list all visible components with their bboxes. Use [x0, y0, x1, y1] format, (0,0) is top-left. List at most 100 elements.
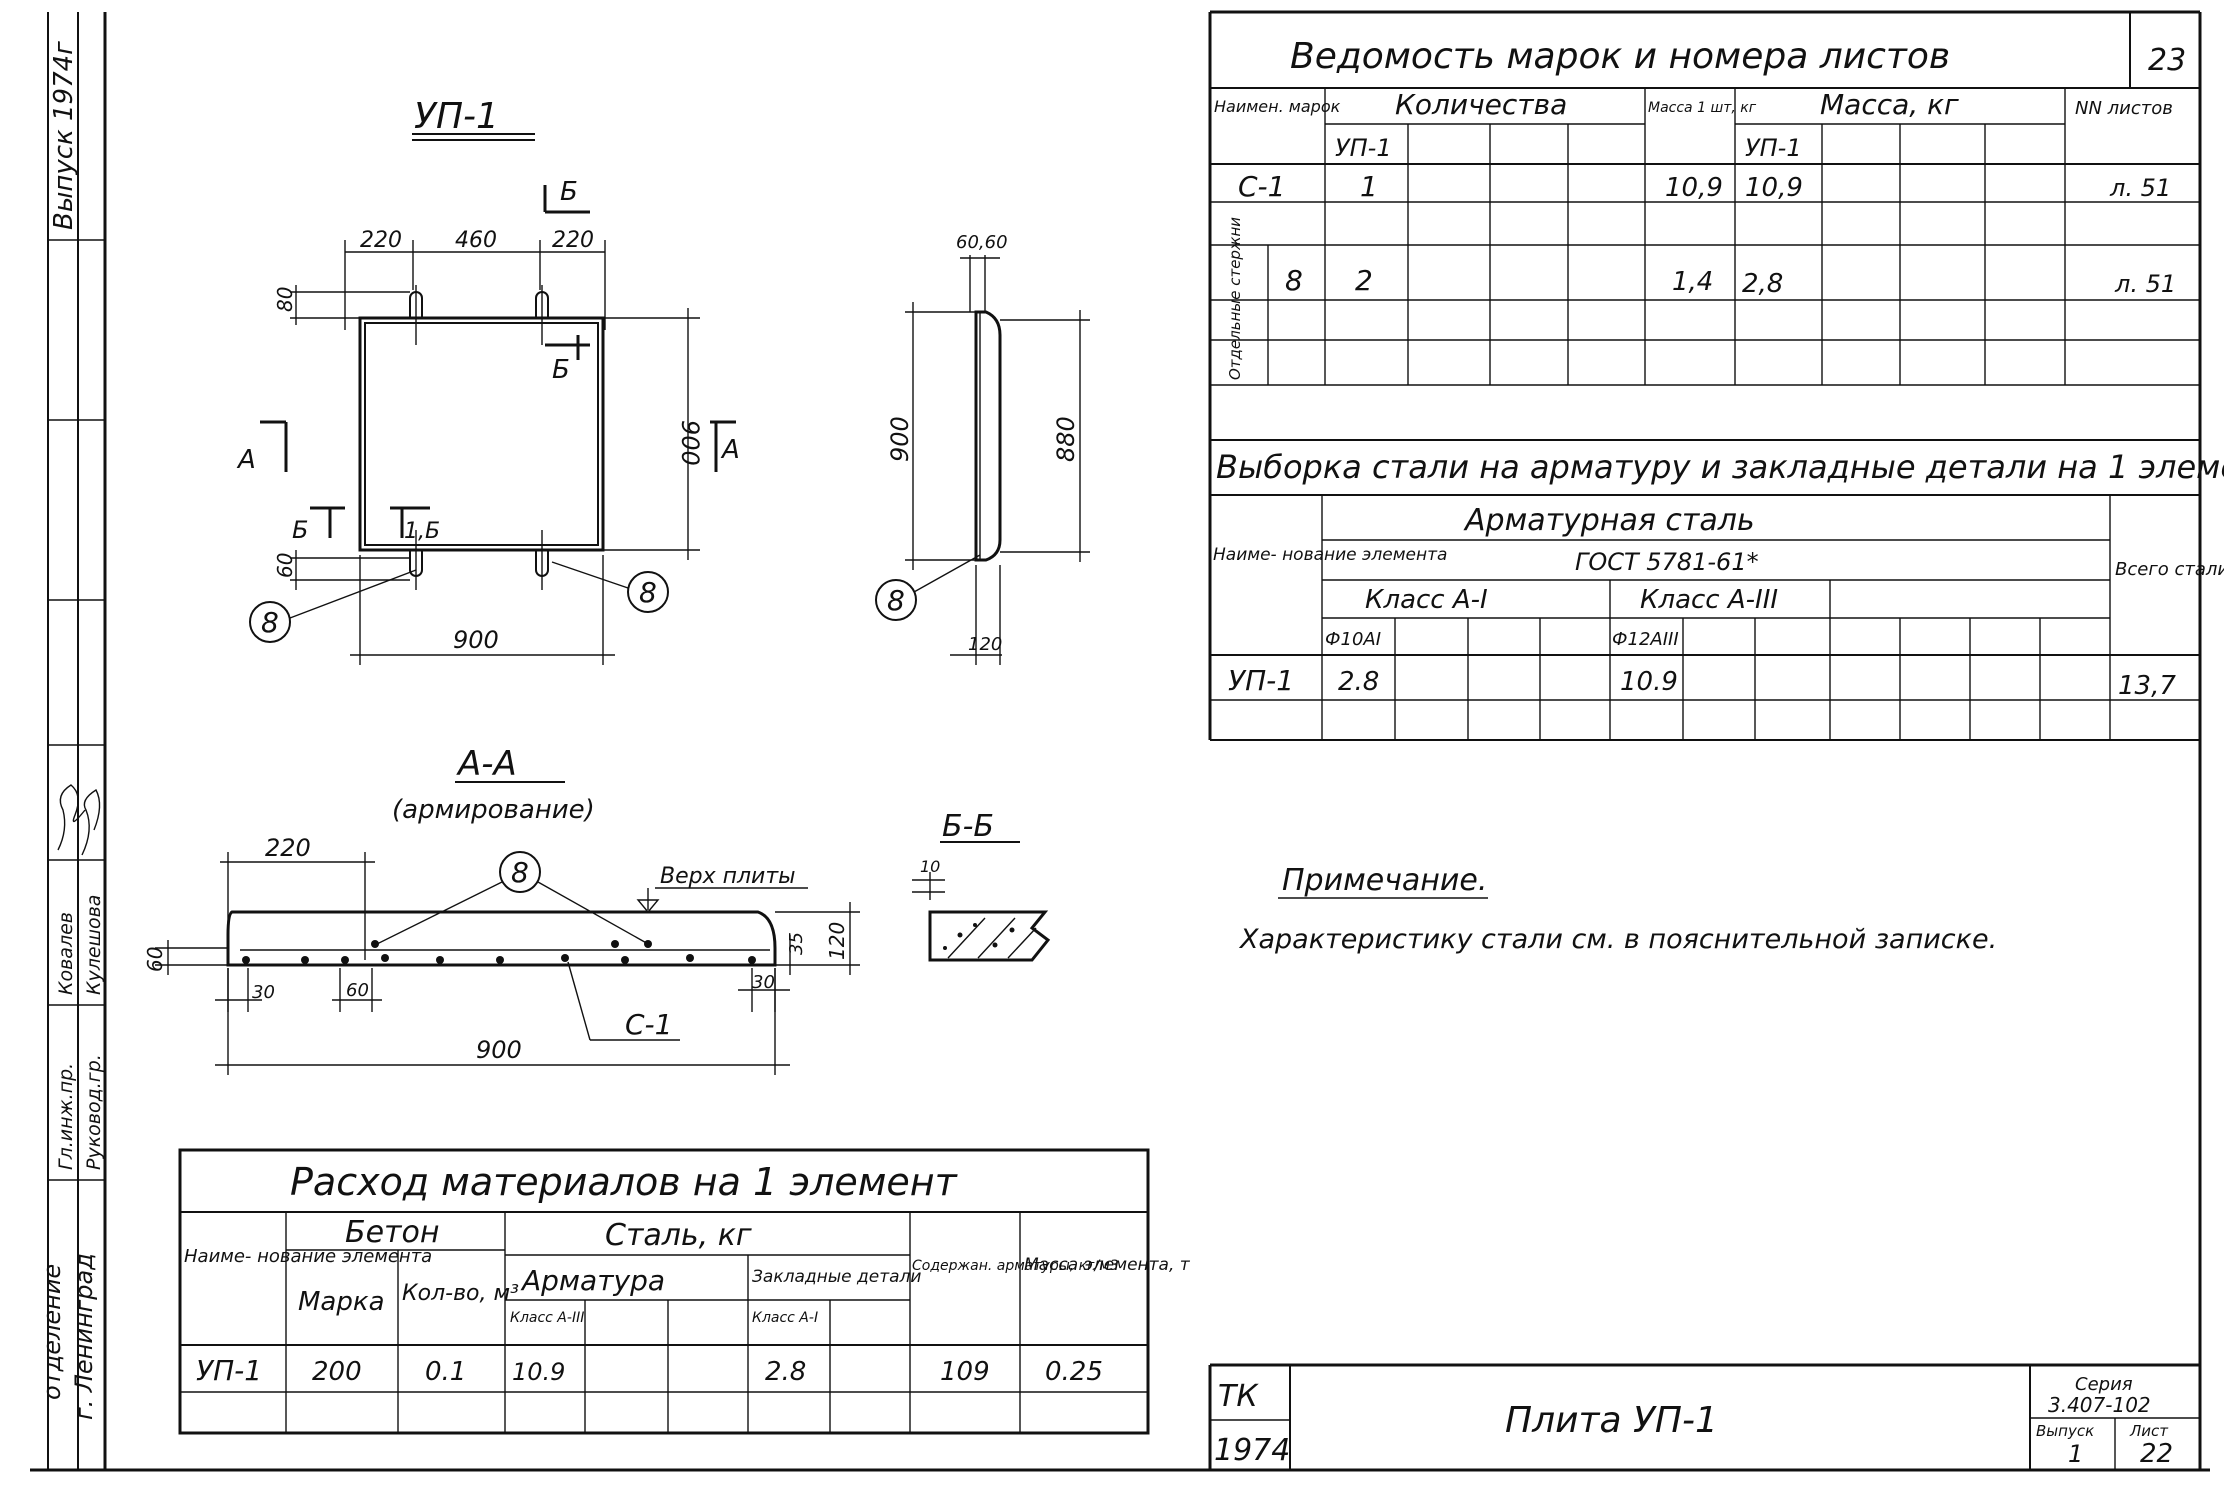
- row2-sheet: л. 51: [2114, 270, 2176, 298]
- stamp-year: 1974: [1214, 1433, 1290, 1468]
- side-role-chief: Гл.инж.пр.: [55, 1063, 77, 1170]
- aa-dim-35: 35: [786, 932, 807, 955]
- stamp-series: 3.407-102: [2048, 1393, 2151, 1417]
- stamp-issue-label: Выпуск: [2036, 1422, 2094, 1440]
- plan-callout-8-right: 8: [639, 576, 657, 609]
- cut-b-label: 1,Б: [404, 519, 440, 544]
- aa-dim-60: 60: [143, 947, 167, 972]
- bb-dim-10: 10: [920, 857, 940, 876]
- raskhod-h-marka: Марка: [298, 1287, 385, 1317]
- raskhod-table: Расход материалов на 1 элемент Наиме- но…: [178, 1148, 1191, 1435]
- side-dim-900: 900: [886, 416, 914, 462]
- section-aa: А-А (армирование) 220 8 Верх плиты: [143, 744, 860, 1075]
- cut-b-top2: Б: [552, 355, 570, 385]
- vedomost-title: Ведомость марок и номера листов: [1290, 36, 1950, 77]
- note-text: Характеристику стали см. в пояснительной…: [1238, 924, 1997, 955]
- stamp-sheet: 22: [2140, 1439, 2173, 1469]
- vyborka-row-a1: 2.8: [1338, 667, 1379, 697]
- vyborka-table: Выборка стали на арматуру и закладные де…: [1210, 439, 2224, 741]
- raskhod-row-arm: 10.9: [512, 1358, 565, 1386]
- vedomost-table: Ведомость марок и номера листов 23 Наиме…: [1208, 12, 2200, 740]
- side-dim-880: 880: [1052, 416, 1080, 462]
- aa-title: А-А: [456, 744, 517, 784]
- raskhod-h-content: Содержан. арматуры, кг/м3: [912, 1258, 1119, 1274]
- raskhod-h-cls1: Класс А-I: [752, 1310, 818, 1326]
- cut-a-right: А: [720, 435, 740, 465]
- row1-qty: 1: [1360, 170, 1378, 203]
- vyborka-row-a3: 10.9: [1620, 667, 1678, 697]
- raskhod-title: Расход материалов на 1 элемент: [290, 1160, 959, 1204]
- aa-mesh-label: С-1: [625, 1008, 672, 1041]
- note-title: Примечание.: [1282, 863, 1487, 898]
- stamp-sheet-label: Лист: [2129, 1422, 2169, 1440]
- vedomost-sub-up1: УП-1: [1335, 134, 1392, 162]
- row2-group: Отдельные стержни: [1226, 217, 1244, 380]
- row1-mass1: 10,9: [1665, 173, 1723, 203]
- aa-dim-30b: 30: [752, 972, 775, 993]
- plan-dim-900-bottom: 900: [453, 626, 499, 654]
- vyborka-h-steel: Арматурная сталь: [1463, 503, 1755, 538]
- raskhod-h-mass: Масса элемента, т: [1024, 1255, 1191, 1275]
- aa-dim-60b: 60: [346, 980, 369, 1001]
- stamp-series-label: Серия: [2075, 1374, 2133, 1395]
- side-callout-8: 8: [887, 584, 905, 617]
- plan-callout-8-left: 8: [261, 606, 279, 639]
- raskhod-row-marka: 200: [312, 1357, 362, 1387]
- aa-dim-30a: 30: [252, 982, 275, 1003]
- vyborka-h-total: Всего стали, кг: [2115, 559, 2224, 580]
- vyborka-h-class3: Класс А-III: [1640, 585, 1778, 615]
- plan-dim-220-right: 220: [552, 228, 594, 253]
- vedomost-h-qty: Количества: [1395, 88, 1567, 121]
- side-role-head: Руковод.гр.: [83, 1054, 105, 1170]
- side-dim-top: 60,60: [956, 232, 1008, 253]
- aa-subtitle: (армирование): [392, 795, 595, 825]
- aa-dim-120: 120: [825, 922, 849, 960]
- side-view: 60,60 900 880 120 8: [875, 232, 1090, 665]
- vyborka-h-gost: ГОСТ 5781-61*: [1575, 548, 1759, 576]
- aa-dim-900: 900: [476, 1036, 522, 1064]
- vyborka-h-class1: Класс А-I: [1365, 585, 1488, 615]
- raskhod-h-steel: Сталь, кг: [605, 1218, 752, 1253]
- row2-mass1: 1,4: [1672, 267, 1713, 297]
- sheet-frame: [30, 10, 2210, 1472]
- vedomost-h-mass1: Масса 1 шт, кг: [1648, 100, 1757, 116]
- cut-a-left: А: [236, 445, 256, 475]
- raskhod-row-zakl: 2.8: [765, 1357, 806, 1387]
- side-stamp: Выпуск 1974г Гл.инж.пр. Руковод.гр. Кова…: [38, 41, 105, 1420]
- plan-dim-220-left: 220: [360, 228, 402, 253]
- raskhod-row-name: УП-1: [196, 1354, 262, 1387]
- signature: [57, 784, 101, 856]
- cut-b-top: Б: [560, 177, 578, 207]
- row2-qty: 2: [1355, 264, 1373, 297]
- vedomost-h-name: Наимен. марок: [1214, 97, 1341, 116]
- cut-b-left: Б: [292, 516, 308, 544]
- raskhod-h-name: Наиме- нование элемента: [184, 1246, 432, 1267]
- stamp-title: Плита УП-1: [1505, 1400, 1718, 1441]
- raskhod-h-zakl: Закладные детали: [752, 1267, 921, 1287]
- raskhod-row-content: 109: [940, 1357, 990, 1387]
- vyborka-h-d12: Ф12АIII: [1612, 629, 1679, 650]
- vyborka-row-name: УП-1: [1228, 664, 1294, 697]
- aa-dim-220: 220: [265, 834, 311, 862]
- row1-name: С-1: [1238, 170, 1285, 203]
- vedomost-h-sheets: NN листов: [2075, 98, 2173, 119]
- vyborka-h-d10: Ф10АI: [1325, 629, 1381, 650]
- stamp-issue: 1: [2068, 1440, 2083, 1468]
- note: Примечание. Характеристику стали см. в п…: [1238, 863, 1997, 955]
- raskhod-h-cls3: Класс А-III: [510, 1310, 584, 1326]
- plan-dim-80: 80: [273, 287, 297, 312]
- plan-dim-900-right: 900: [676, 420, 704, 466]
- raskhod-h-armatura: Арматура: [520, 1264, 665, 1297]
- vyborka-title: Выборка стали на арматуру и закладные де…: [1216, 448, 2224, 486]
- plan-dim-460: 460: [455, 228, 497, 253]
- plan-title: УП-1: [414, 96, 499, 137]
- page-number: 23: [2148, 43, 2186, 78]
- raskhod-h-beton: Бетон: [345, 1215, 439, 1250]
- aa-callout-8: 8: [511, 856, 529, 889]
- stamp-org: ТК: [1218, 1379, 1259, 1414]
- rebar-dots: [242, 940, 756, 964]
- plan-view: УП-1 220 460 220 80 900: [236, 96, 740, 665]
- row1-mass: 10,9: [1745, 173, 1803, 203]
- side-dept: отделение: [38, 1264, 66, 1400]
- title-block: ТК 1974 Плита УП-1 Серия 3.407-102 Выпус…: [1208, 1363, 2200, 1470]
